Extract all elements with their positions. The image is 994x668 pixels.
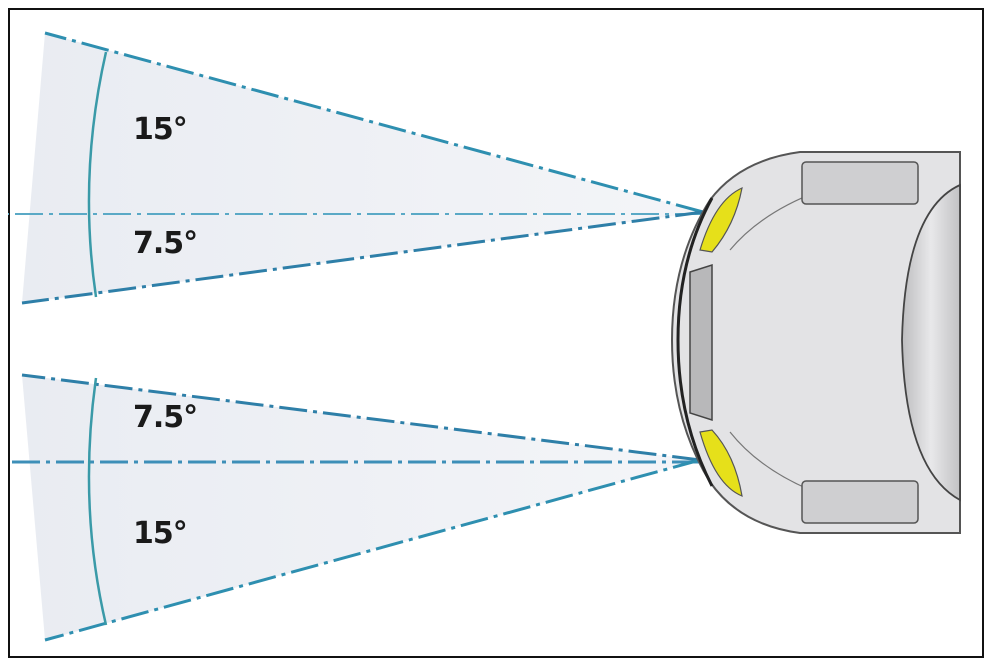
upper-outer-angle-label: 15° bbox=[133, 112, 188, 147]
car-top-view bbox=[670, 151, 961, 534]
car-body bbox=[670, 151, 961, 534]
upper-beam-top-line bbox=[44, 31, 704, 214]
upper-beam bbox=[8, 31, 704, 305]
lower-beam bbox=[8, 373, 701, 642]
upper-beam-angle-arc bbox=[87, 51, 108, 298]
upper-beam-fill bbox=[22, 33, 703, 303]
grille bbox=[689, 263, 713, 422]
diagram-frame bbox=[8, 8, 984, 658]
front-bumper bbox=[676, 197, 714, 487]
lower-beam-top-line bbox=[21, 373, 701, 462]
windshield bbox=[901, 183, 961, 502]
upper-inner-angle-label: 7.5° bbox=[133, 226, 198, 261]
lower-beam-angle-arc bbox=[87, 377, 108, 626]
lower-outer-angle-label: 15° bbox=[133, 516, 188, 551]
lower-beam-fill bbox=[22, 375, 700, 640]
upper-beam-bottom-line bbox=[21, 210, 704, 305]
lower-inner-angle-label: 7.5° bbox=[133, 400, 198, 435]
headlight-top bbox=[699, 186, 743, 253]
side-mirror-top bbox=[801, 161, 919, 205]
headlight-bottom bbox=[699, 429, 743, 497]
side-mirror-bottom bbox=[801, 480, 919, 524]
lower-beam-bottom-line bbox=[44, 458, 701, 642]
